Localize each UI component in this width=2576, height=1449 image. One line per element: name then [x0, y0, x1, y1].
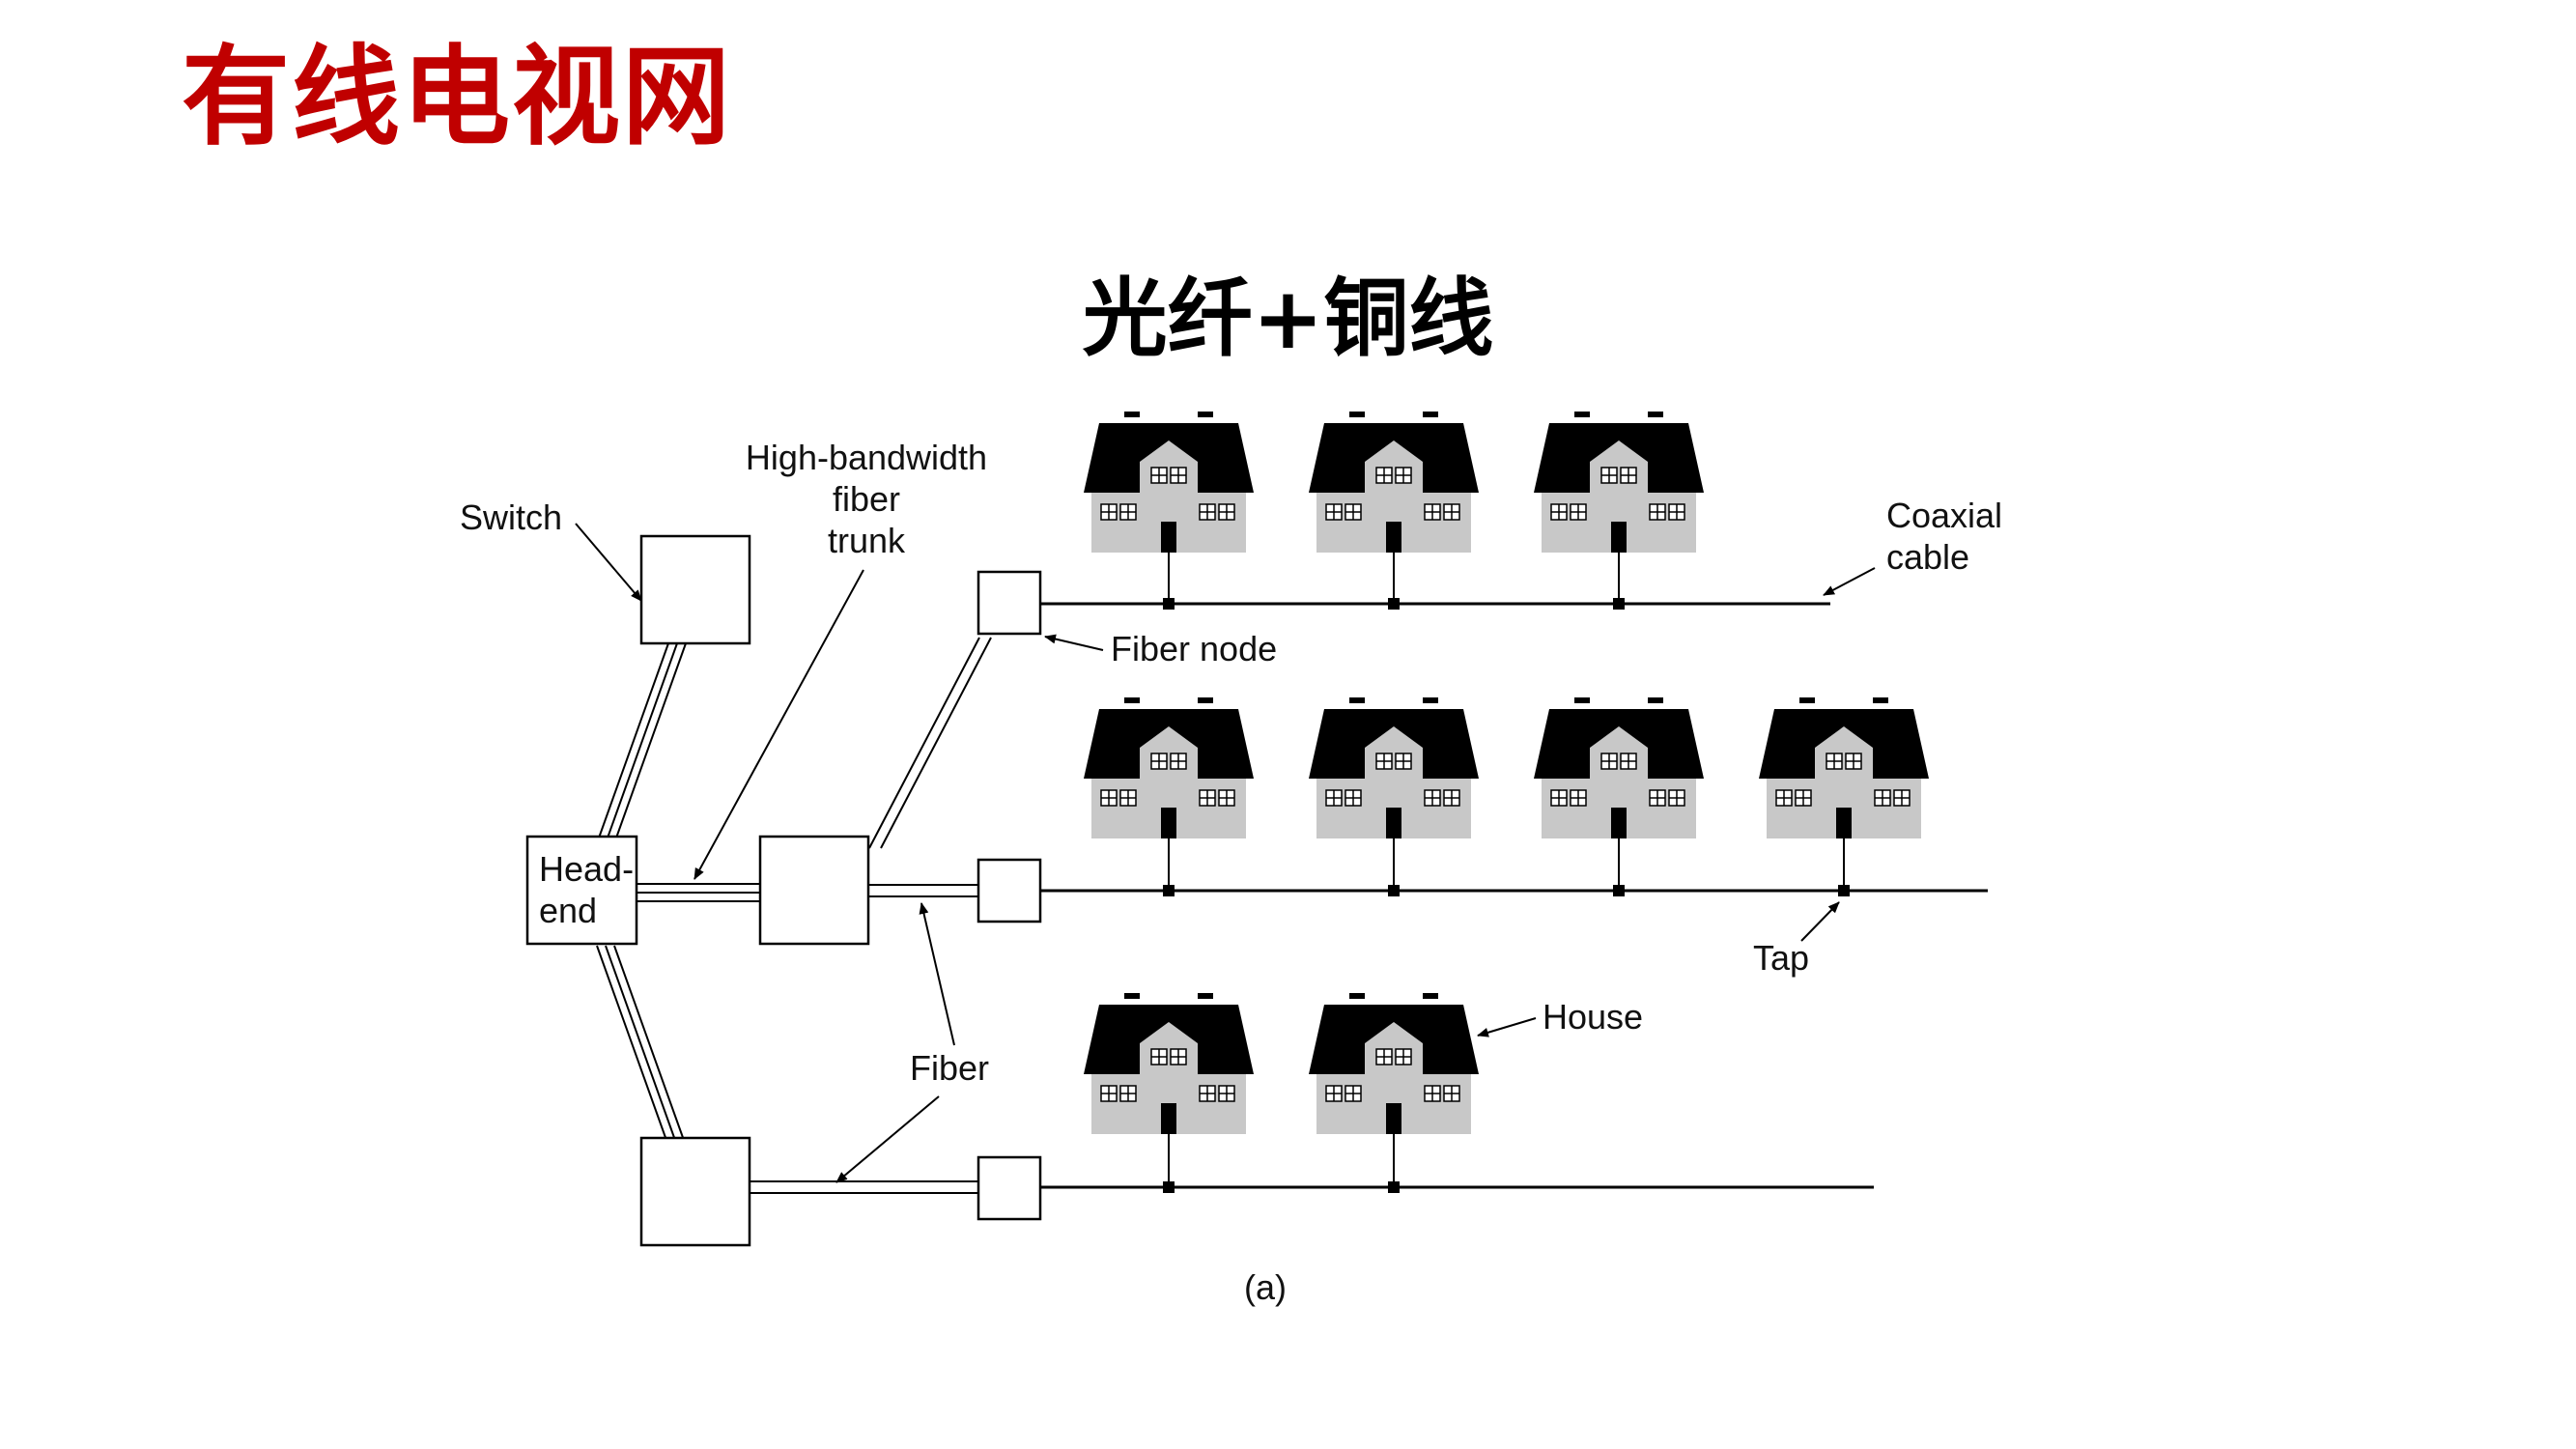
- tap-connector: [1613, 885, 1625, 896]
- headend-label-line1: Head-: [539, 849, 634, 889]
- fiber-to-node-top: [868, 637, 992, 849]
- figure-caption: (a): [1244, 1267, 1287, 1307]
- switch-box-top: [639, 534, 751, 645]
- fiber-label: Fiber: [910, 1048, 989, 1088]
- house-icon: [1309, 697, 1479, 891]
- fiber-arrow-down: [835, 1095, 940, 1183]
- tap-connector: [1163, 885, 1175, 896]
- fiber-node-arrow: [1044, 634, 1104, 651]
- headend-label-line2: end: [539, 891, 597, 930]
- tap-label: Tap: [1753, 938, 1809, 978]
- trunk-arrow: [694, 569, 864, 880]
- coaxial-arrow: [1823, 567, 1876, 596]
- tap-connector: [1163, 1181, 1175, 1193]
- house-icon: [1084, 697, 1254, 891]
- houses: [1084, 412, 1929, 1193]
- switch-box-bottom: [639, 1136, 751, 1247]
- house-icon: [1309, 993, 1479, 1187]
- tap-connector: [1388, 885, 1400, 896]
- trunk-label-line2: fiber: [833, 479, 900, 519]
- tap-arrow: [1800, 901, 1840, 942]
- house-icon: [1084, 993, 1254, 1187]
- fiber-trunk: [637, 883, 763, 902]
- fiber-node-box-middle: [977, 858, 1042, 923]
- fiber-to-node-middle: [867, 884, 979, 897]
- fiber-node-box-top: [977, 570, 1042, 636]
- switch-label: Switch: [460, 497, 562, 537]
- house-icon: [1759, 697, 1929, 891]
- house-icon: [1309, 412, 1479, 604]
- tap-connector: [1388, 1181, 1400, 1193]
- coaxial-label-line1: Coaxial: [1886, 496, 2002, 535]
- trunk-label-line3: trunk: [828, 521, 906, 560]
- fiber-node-box-bottom: [977, 1155, 1042, 1221]
- slide-subtitle: 光纤+铜线: [1082, 269, 1494, 368]
- fiber-cable-headend-to-top-switch: [596, 642, 687, 844]
- trunk-label-line1: High-bandwidth: [746, 438, 987, 477]
- fiber-to-node-bottom: [750, 1180, 979, 1194]
- house-icon: [1534, 412, 1704, 604]
- switch-box-middle: [758, 835, 870, 946]
- tap-connector: [1838, 885, 1850, 896]
- tap-connector: [1163, 598, 1175, 610]
- fiber-arrow-up: [919, 902, 955, 1046]
- tap-connector: [1613, 598, 1625, 610]
- switch-arrow: [575, 523, 642, 602]
- house-icon: [1534, 697, 1704, 891]
- tap-connector: [1388, 598, 1400, 610]
- page-title: 有线电视网: [182, 35, 732, 160]
- headend-box: [525, 835, 638, 946]
- coaxial-label-line2: cable: [1886, 537, 1969, 577]
- house-label: House: [1543, 997, 1643, 1037]
- fiber-cable-headend-to-bottom-switch: [596, 945, 687, 1147]
- house-icon: [1084, 412, 1254, 604]
- house-arrow: [1477, 1017, 1537, 1037]
- fiber-node-label: Fiber node: [1111, 629, 1277, 668]
